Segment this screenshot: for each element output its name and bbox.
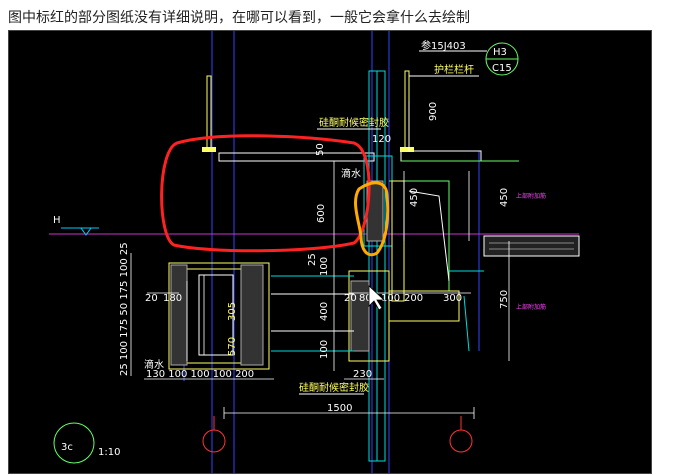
dim-305: 305 bbox=[227, 302, 238, 321]
axis-bubble-right bbox=[449, 429, 473, 453]
dim-bottom-row: 130 100 100 100 200 bbox=[146, 369, 254, 380]
dim-450-b: 450 bbox=[499, 188, 510, 207]
drip-bottom: 滴水 bbox=[144, 358, 164, 371]
drip-top: 滴水 bbox=[341, 167, 361, 180]
section-tag-circle bbox=[53, 422, 95, 464]
side-note-2: 上部附加筋 bbox=[516, 303, 546, 311]
cad-drawing-image: H bbox=[8, 30, 652, 474]
dim-900: 900 bbox=[428, 102, 439, 121]
dim-750: 750 bbox=[499, 290, 510, 309]
section-tag: 3c bbox=[61, 442, 73, 453]
dim-100-mid: 100 bbox=[319, 257, 330, 276]
dim-450-a: 450 bbox=[409, 188, 420, 207]
dim-200-r: 200 bbox=[404, 293, 423, 304]
dim-100-b: 100 bbox=[381, 293, 400, 304]
index-bottom: C15 bbox=[492, 63, 512, 74]
axis-bubble-left bbox=[202, 429, 226, 453]
dim-1500: 1500 bbox=[327, 403, 352, 414]
dim-570: 570 bbox=[227, 337, 238, 356]
dim-50: 50 bbox=[315, 143, 326, 156]
dim-400: 400 bbox=[319, 302, 330, 321]
dim-100-low: 100 bbox=[319, 340, 330, 359]
level-mark: H bbox=[53, 215, 61, 226]
dim-left-column: 25 100 175 50 175 100 25 bbox=[119, 242, 130, 376]
dim-20-right: 20 bbox=[344, 293, 357, 304]
dim-600: 600 bbox=[316, 204, 327, 223]
railing-post-right bbox=[404, 70, 410, 149]
ref-note: 参15J403 bbox=[421, 39, 466, 52]
dim-80: 80 bbox=[359, 293, 372, 304]
sealant-note-top: 硅酮耐候密封胶 bbox=[319, 116, 389, 129]
dim-230: 230 bbox=[353, 369, 372, 380]
dim-180: 180 bbox=[163, 293, 182, 304]
index-top: H3 bbox=[493, 47, 507, 58]
side-note-1: 上部附加筋 bbox=[516, 192, 546, 200]
mouse-cursor-icon bbox=[368, 285, 386, 311]
sealant-note-bottom: 硅酮耐候密封胶 bbox=[299, 381, 369, 394]
cad-drawing-svg: H bbox=[49, 31, 580, 473]
red-highlight-ring bbox=[160, 134, 371, 253]
section-sub: 1:10 bbox=[98, 447, 120, 458]
dim-300: 300 bbox=[443, 293, 462, 304]
dim-120: 120 bbox=[372, 134, 391, 145]
railing-note: 护栏栏杆 bbox=[434, 63, 474, 76]
question-text: 图中标红的部分图纸没有详细说明，在哪可以看到，一般它会拿什么去绘制 bbox=[8, 10, 470, 26]
dim-25-mid: 25 bbox=[307, 253, 318, 266]
dim-20-left: 20 bbox=[145, 293, 158, 304]
orange-highlight-ring bbox=[354, 181, 390, 257]
